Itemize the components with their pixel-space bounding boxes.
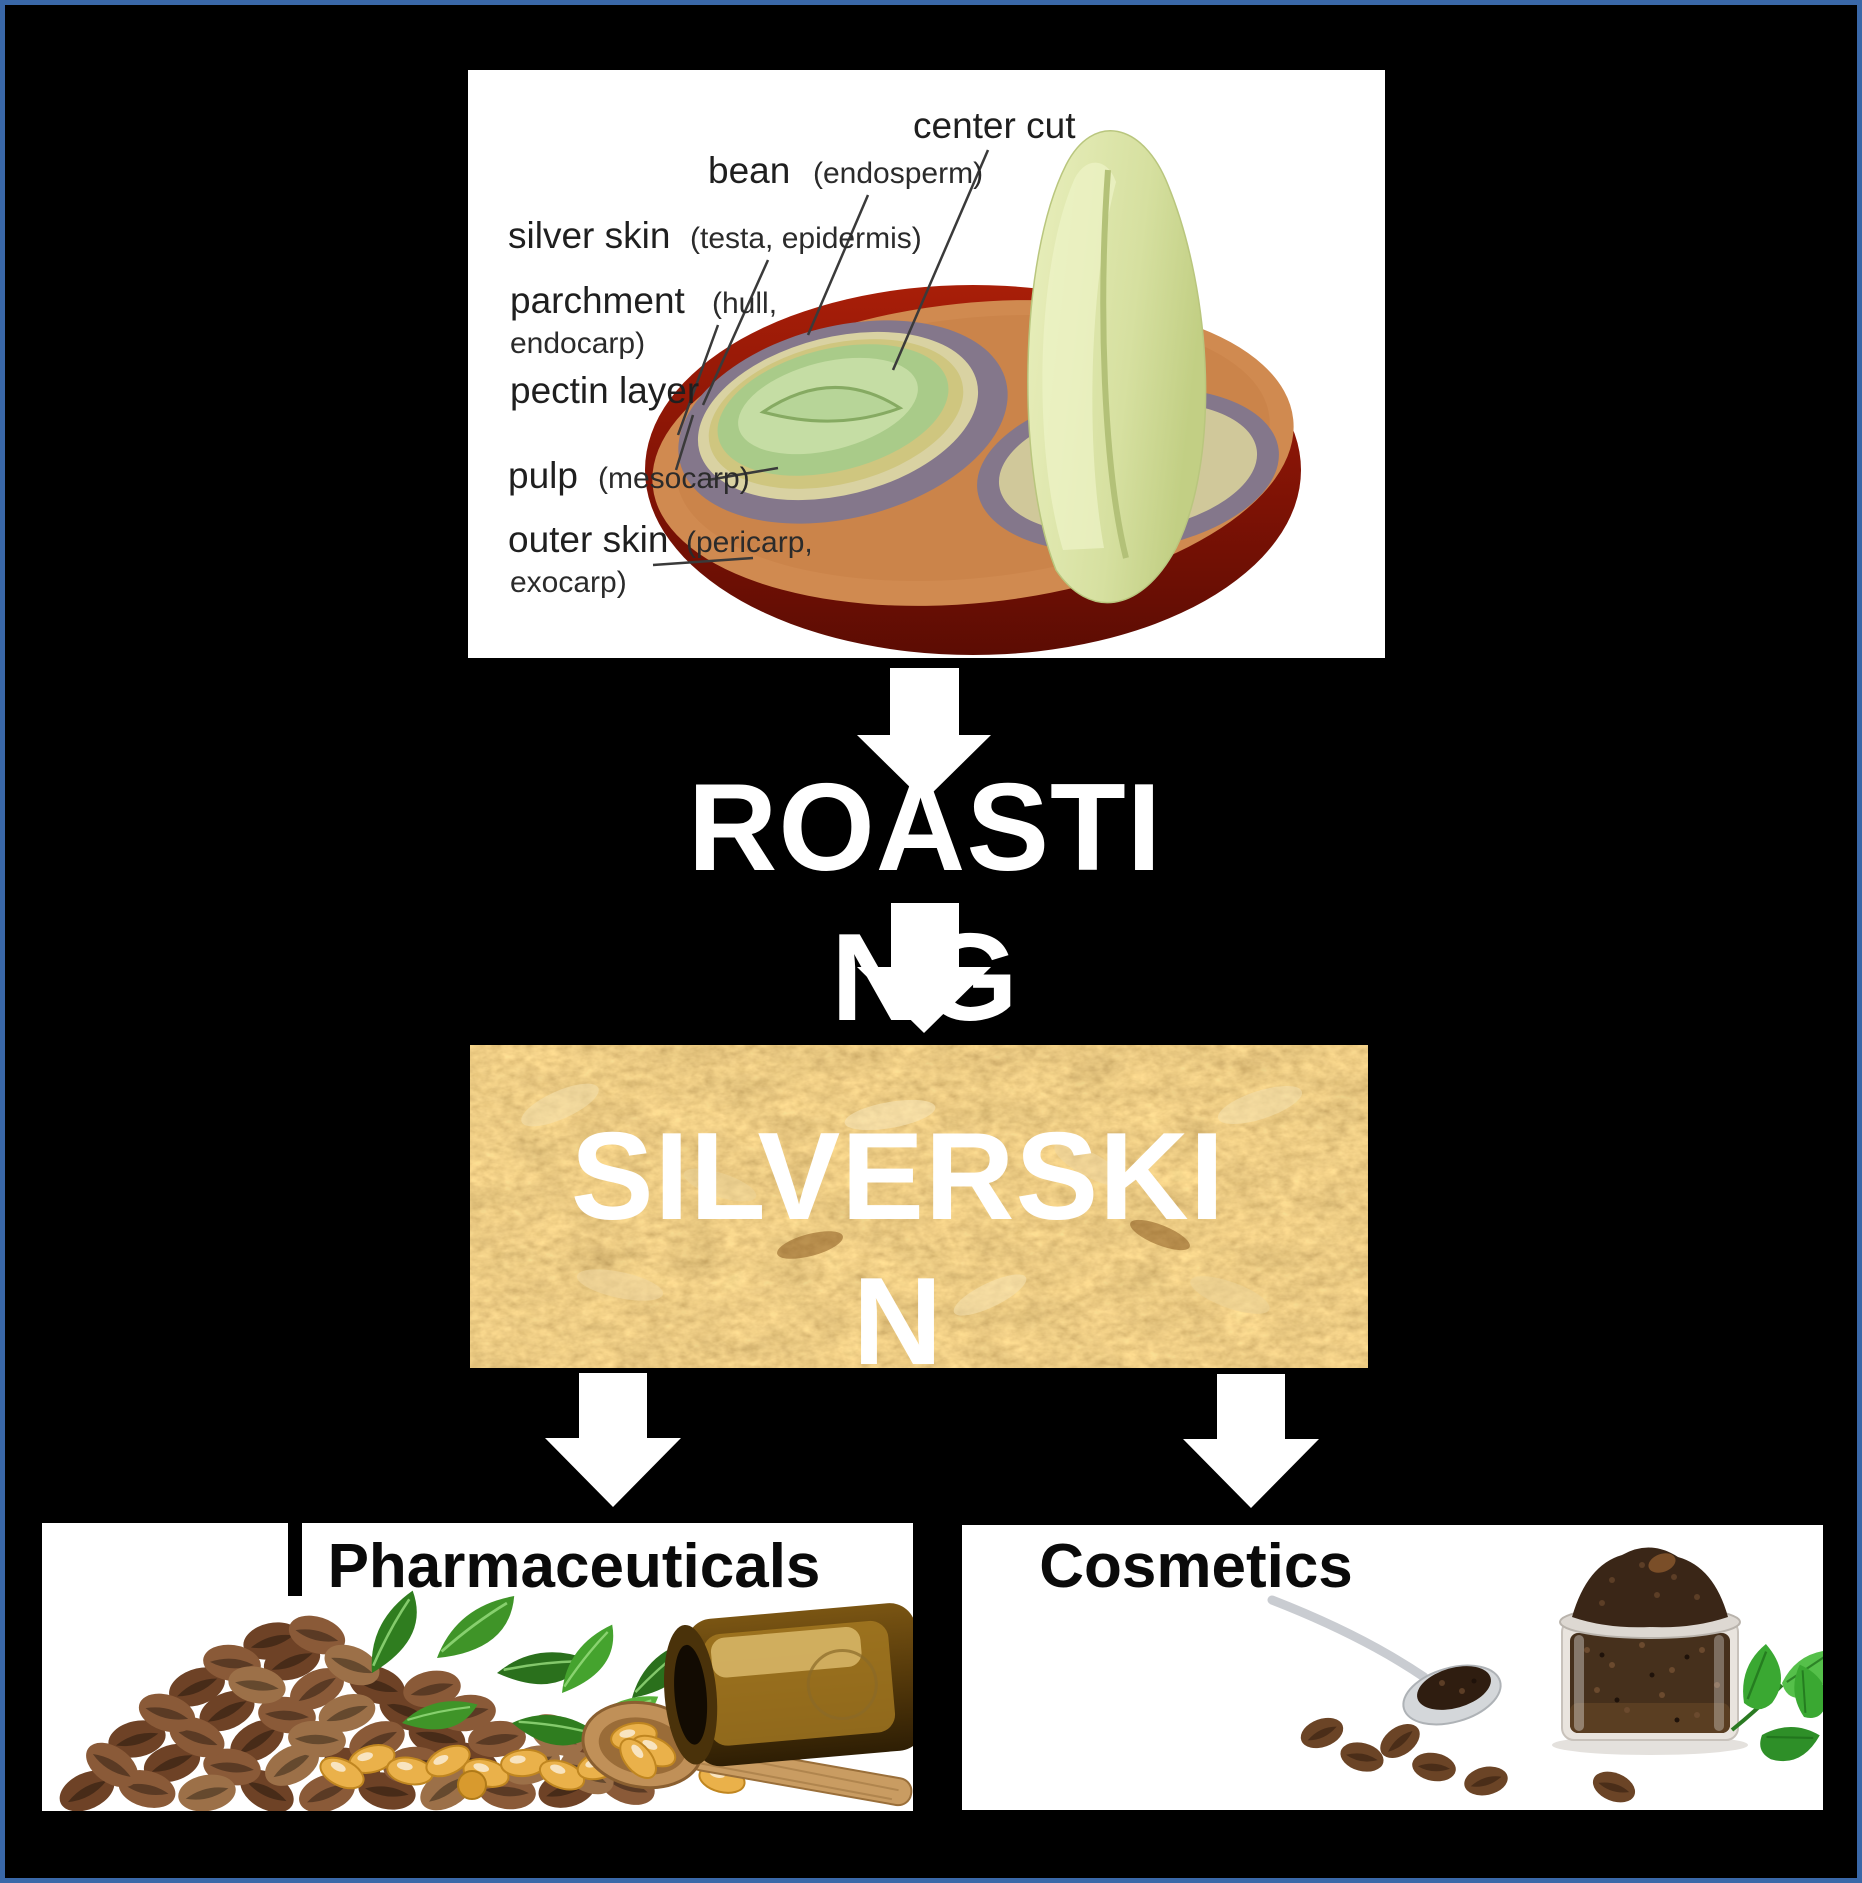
down-arrow-1-shaft [890,668,959,736]
image-seam-notch [288,1523,302,1596]
silverskin-line-2: N [852,1253,944,1391]
label-bean-paren: (endosperm) [813,157,983,190]
scrub-speckles-dark [1599,1652,1690,1723]
pharmaceuticals-illustration: Pharmaceuticals [42,1523,913,1811]
label-pulp: pulp [508,455,578,496]
down-arrow-right [1183,1374,1319,1508]
silverskin-flake-grain [470,1045,1368,1368]
scrub-jar [1552,1547,1748,1755]
amber-bottle [663,1603,913,1767]
down-arrow-left-shaft [579,1373,647,1439]
label-silver-skin-paren: (testa, epidermis) [690,222,922,255]
silverskin-label: SILVERSKI N [438,1105,1358,1395]
down-arrow-2 [857,903,991,1034]
down-arrow-right-shaft [1217,1374,1285,1440]
down-arrow-left [545,1373,681,1508]
silverskin-flakes [521,1083,1303,1316]
cosmetics-title: Cosmetics [1039,1532,1353,1601]
label-outer-skin-paren2: exocarp) [510,566,627,599]
down-arrow-left-head [545,1438,681,1507]
down-arrow-2-shaft [891,903,959,968]
mint-leaves [1726,1639,1823,1776]
diagram-labels: center cut bean (endosperm) silver skin … [508,105,1076,599]
label-center-cut: center cut [913,105,1076,146]
down-arrow-1-head [857,735,991,801]
label-parchment: parchment [510,280,686,321]
label-pulp-paren: (mesocarp) [598,462,750,495]
round-capsule [457,1770,487,1800]
down-arrow-2-head [857,967,991,1033]
silverskin-photo [470,1045,1368,1368]
heap-speckles [1599,1562,1700,1606]
cosmetics-photo: Cosmetics [962,1525,1823,1810]
cosmetics-illustration: Cosmetics [962,1525,1823,1810]
coffee-cherry-diagram: center cut bean (endosperm) silver skin … [468,70,1385,658]
coffee-cherry-diagram-image: center cut bean (endosperm) silver skin … [468,70,1385,658]
silverskin-line-1: SILVERSKI [570,1108,1226,1246]
down-arrow-right-head [1183,1439,1319,1508]
standing-bean-highlight [1042,162,1116,551]
scrub-spoon [1267,1595,1502,1726]
cherry-illustration [645,130,1301,655]
silverskin-texture [470,1045,1368,1368]
label-bean: bean [708,150,790,191]
scrub-heap [1572,1547,1728,1628]
center-cut-groove [759,385,904,423]
leader-lines [652,149,990,567]
glass-highlight-left [1574,1635,1584,1731]
pharmaceuticals-title: Pharmaceuticals [328,1532,821,1601]
standing-bean-ridge [1100,169,1129,559]
gel-capsules [314,1738,749,1800]
scrub-speckles [1584,1642,1720,1718]
down-arrow-1 [857,668,991,801]
label-parchment-paren2: endocarp) [510,327,645,360]
glass-highlight-right [1714,1635,1724,1731]
label-parchment-paren: (hull, [712,287,777,320]
label-outer-skin-paren: (pericarp, [686,526,813,559]
label-outer-skin: outer skin [508,519,668,560]
label-silver-skin: silver skin [508,215,670,256]
label-pectin-layer: pectin layer [510,370,699,411]
heap-bean [1648,1553,1676,1573]
pharmaceuticals-photo: Pharmaceuticals [42,1523,913,1811]
